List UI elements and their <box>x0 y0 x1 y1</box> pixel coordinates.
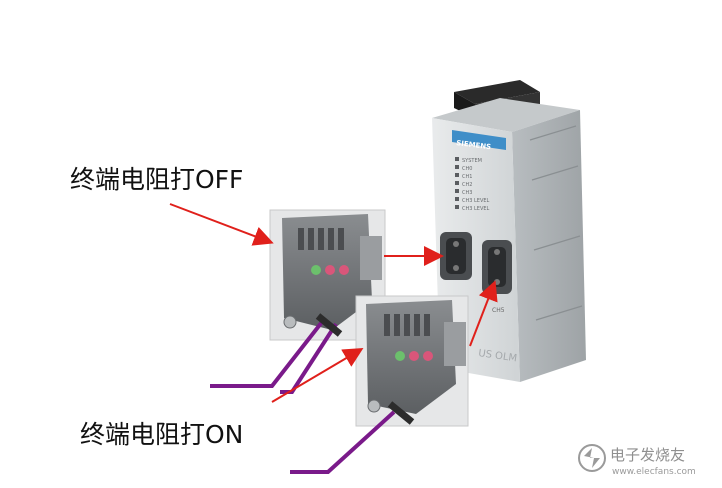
model-label: US OLM <box>478 348 518 364</box>
status-light-green <box>395 351 405 361</box>
arrow-on <box>271 347 364 403</box>
led-label: SYSTEM <box>462 158 482 164</box>
pointer-arrows <box>169 203 498 403</box>
led-indicator <box>455 205 459 209</box>
led-label: CH3 LEVEL <box>462 206 490 212</box>
dsub-port-right <box>482 240 512 294</box>
bus-cable <box>280 322 338 394</box>
annotation-termination-on: 终端电阻打ON <box>80 420 244 449</box>
status-light-red <box>409 351 419 361</box>
arrow-off <box>169 203 274 246</box>
led-label: CH2 <box>462 182 472 188</box>
screw <box>283 315 297 329</box>
led-label: CH3 <box>462 190 472 196</box>
status-light-red <box>339 265 349 275</box>
watermark: 电子发烧友 www.elecfans.com <box>578 444 696 477</box>
led-label: CH0 <box>462 166 472 172</box>
port-label: CH5 <box>492 307 505 314</box>
dsub-port-left <box>440 232 472 280</box>
led-indicator <box>455 173 459 177</box>
led-indicator <box>455 181 459 185</box>
bus-cable <box>290 410 396 474</box>
led-indicator <box>455 157 459 161</box>
brand-plate <box>452 130 506 150</box>
terminal-block <box>454 80 540 104</box>
arrow-port-right <box>469 280 498 347</box>
watermark-name: 电子发烧友 <box>610 446 685 464</box>
status-light-red <box>423 351 433 361</box>
status-light-green <box>311 265 321 275</box>
watermark-url: www.elecfans.com <box>612 467 696 477</box>
led-indicator <box>455 165 459 169</box>
watermark-logo-icon <box>578 444 606 472</box>
led-indicator <box>455 197 459 201</box>
status-light-red <box>325 265 335 275</box>
profibus-connector-on <box>290 295 469 474</box>
led-indicator <box>455 189 459 193</box>
annotation-termination-off: 终端电阻打OFF <box>70 165 244 194</box>
bus-cable <box>210 320 324 388</box>
screw <box>367 399 381 413</box>
led-label: CH3 LEVEL <box>462 198 490 204</box>
led-label: CH1 <box>462 174 472 180</box>
